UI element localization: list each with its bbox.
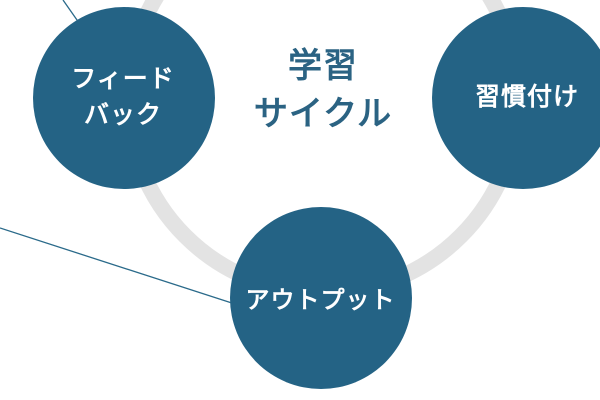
cycle-title-line-2: サイクル xyxy=(253,94,393,134)
habit-label: 習慣付け xyxy=(474,82,579,111)
node-feedback xyxy=(33,7,215,189)
cycle-title-line-1: 学習 xyxy=(288,46,358,86)
node-habit xyxy=(432,7,600,189)
output-label: アウトプット xyxy=(245,286,396,314)
feedback-label-line-2: バック xyxy=(83,100,162,129)
connector-line-bottom xyxy=(0,227,239,306)
feedback-label-line-1: フィード xyxy=(71,64,175,93)
node-output xyxy=(230,207,412,389)
